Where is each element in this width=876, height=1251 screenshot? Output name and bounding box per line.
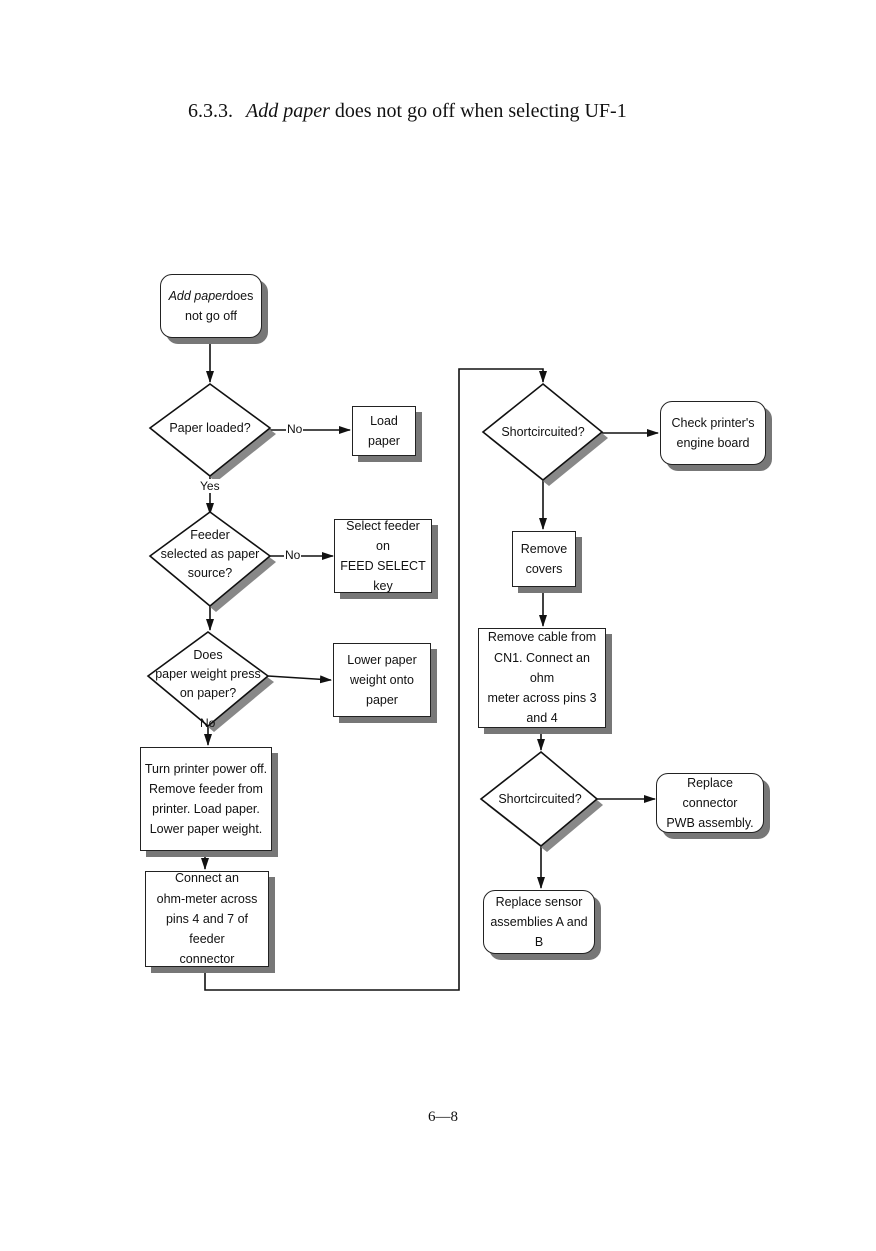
label-no-2: No xyxy=(284,548,302,562)
action-connect-ohm-meter: Connect an ohm-meter across pins 4 and 7… xyxy=(145,871,269,967)
arrow-to-lower-weight xyxy=(267,675,332,684)
section-heading: 6.3.3. Add paper does not go off when se… xyxy=(188,100,627,123)
start-rest: does xyxy=(226,288,254,303)
action-turn-power-off: Turn printer power off. Remove feeder fr… xyxy=(140,747,272,851)
section-title-italic: Add paper xyxy=(246,100,330,122)
label-no-3: No xyxy=(200,716,216,730)
decision-paper-weight-text: Does paper weight press on paper? xyxy=(155,648,261,700)
action-load-paper: Load paper xyxy=(352,406,416,456)
label-yes: Yes xyxy=(199,479,221,493)
action-lower-weight: Lower paper weight onto paper xyxy=(333,643,431,717)
label-no-1: No xyxy=(286,422,304,436)
decision-shortcircuited-2-text: Shortcircuited? xyxy=(498,792,582,806)
action-remove-covers: Remove covers xyxy=(512,531,576,587)
decision-feeder-selected-text: Feeder selected as paper source? xyxy=(160,528,260,580)
diamond-paper-loaded xyxy=(148,383,276,482)
start-italic: Add paper xyxy=(168,288,227,303)
action-select-feeder: Select feeder on FEED SELECT key xyxy=(334,519,432,593)
diamond-paper-weight xyxy=(146,631,274,732)
action-replace-connector: Replace connector PWB assembly. xyxy=(656,773,764,833)
action-check-engine-board: Check printer's engine board xyxy=(660,401,766,465)
page-number: 6—8 xyxy=(428,1109,458,1125)
start-line2: not go off xyxy=(185,309,237,323)
decision-shortcircuited-1-text: Shortcircuited? xyxy=(501,425,585,439)
action-replace-sensor: Replace sensor assemblies A and B xyxy=(483,890,595,954)
connector-left-to-right xyxy=(204,368,547,991)
section-title-rest: does not go off when selecting UF-1 xyxy=(334,100,627,122)
decision-paper-loaded-text: Paper loaded? xyxy=(169,421,251,435)
action-remove-cable: Remove cable from CN1. Connect an ohm me… xyxy=(478,628,606,728)
diamond-shortcircuited-1 xyxy=(481,382,608,486)
diamond-feeder-selected xyxy=(148,511,276,612)
section-number: 6.3.3. xyxy=(188,100,233,122)
diamond-shortcircuited-2 xyxy=(479,750,603,852)
start-terminal: Add paperdoes not go off xyxy=(160,274,262,338)
